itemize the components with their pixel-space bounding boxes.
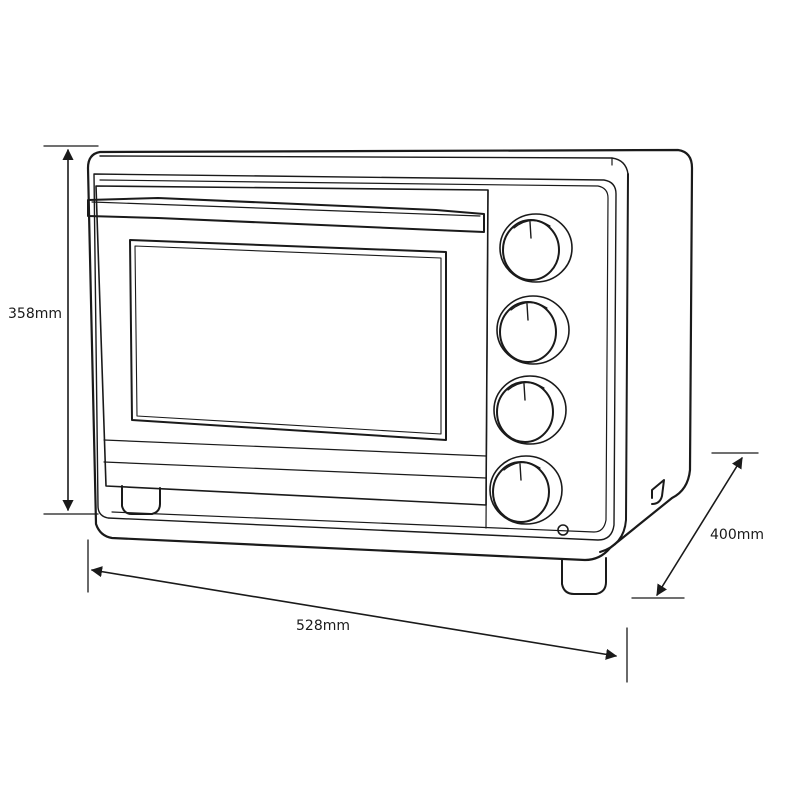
door-window <box>129 239 447 441</box>
control-knob-icon[interactable] <box>499 213 573 283</box>
width-label: 528mm <box>296 618 350 634</box>
control-knob-icon[interactable] <box>489 455 563 525</box>
dimension-lines <box>43 145 759 683</box>
depth-label: 400mm <box>710 527 764 543</box>
control-knob-icon[interactable] <box>496 295 570 365</box>
control-knob-icon[interactable] <box>493 375 567 445</box>
width-dimension-arrow <box>90 566 618 660</box>
front-frame <box>93 173 617 541</box>
oven-body <box>86 148 694 562</box>
control-panel <box>485 189 489 529</box>
oven-feet <box>121 479 665 595</box>
indicator-light-icon <box>557 524 569 536</box>
height-label: 358mm <box>8 306 62 322</box>
knob-group <box>489 213 573 525</box>
depth-dimension-arrow <box>656 457 743 596</box>
oven-door <box>87 185 489 506</box>
